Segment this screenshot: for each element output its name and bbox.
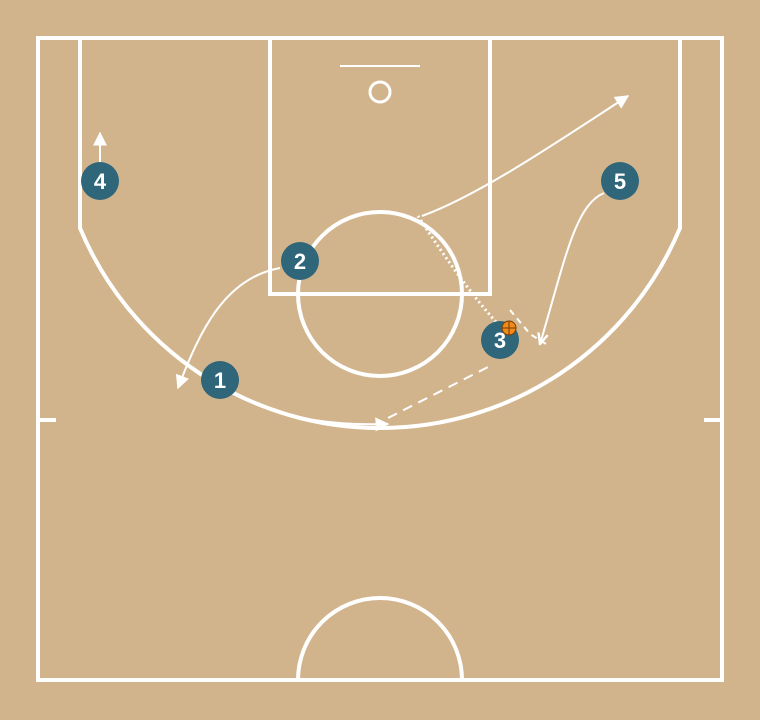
center-circle bbox=[296, 596, 464, 681]
player-2-label: 2 bbox=[294, 249, 306, 274]
free-throw-circle bbox=[296, 210, 464, 378]
player-5-marker bbox=[601, 162, 639, 200]
p5-cut-path bbox=[540, 192, 605, 344]
player-5-label: 5 bbox=[614, 169, 626, 194]
p2-cut-path bbox=[175, 267, 281, 390]
player-4-label: 4 bbox=[94, 169, 107, 194]
player-4: 4 bbox=[81, 162, 119, 200]
player-5: 5 bbox=[601, 162, 639, 200]
player-1-marker bbox=[201, 361, 239, 399]
player-1: 1 bbox=[201, 361, 239, 399]
lane-cut-path bbox=[421, 95, 630, 217]
player-4-marker bbox=[81, 162, 119, 200]
hoop bbox=[368, 80, 392, 104]
paint-lane bbox=[268, 36, 492, 296]
players: 1 2 3 4 5 bbox=[81, 162, 639, 399]
p1-cut-path bbox=[235, 393, 390, 432]
player-2-marker bbox=[281, 242, 319, 280]
player-2: 2 bbox=[281, 242, 319, 280]
basketball-icon bbox=[501, 320, 517, 336]
p3-pass-path bbox=[387, 364, 493, 419]
play-actions bbox=[93, 95, 630, 432]
player-1-label: 1 bbox=[214, 368, 226, 393]
court-lines bbox=[36, 36, 724, 682]
player-3-label: 3 bbox=[494, 328, 506, 353]
